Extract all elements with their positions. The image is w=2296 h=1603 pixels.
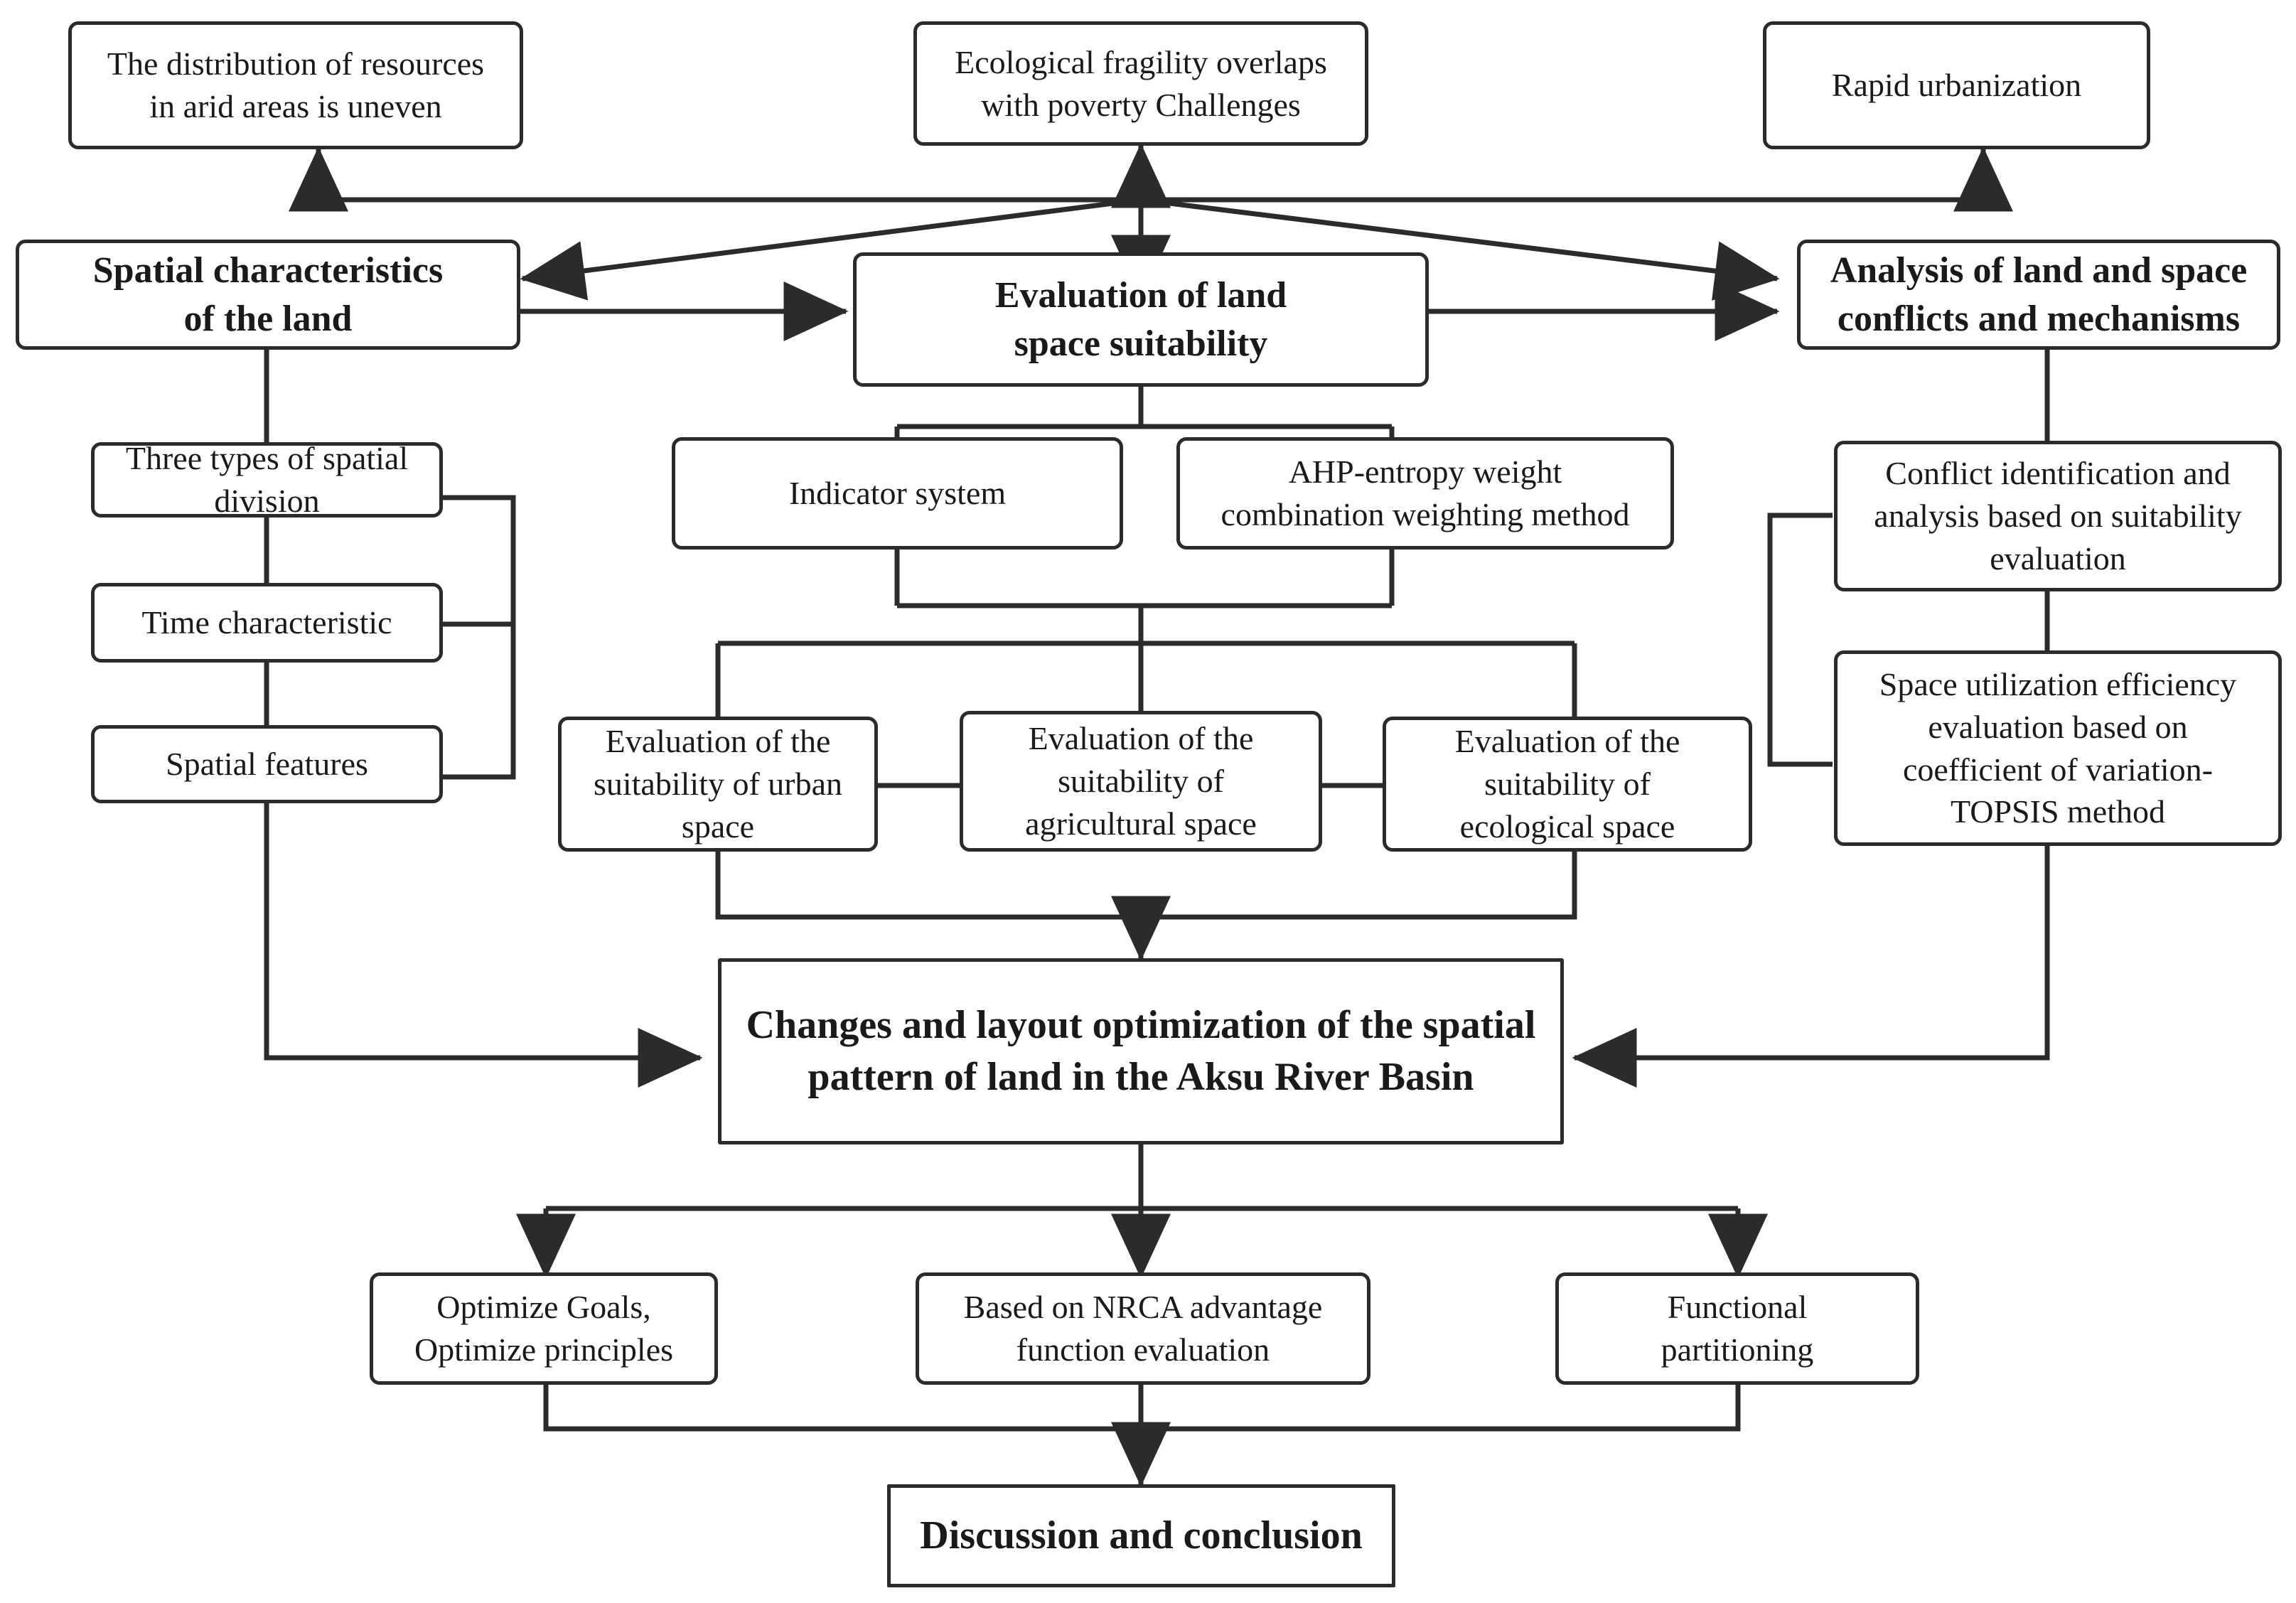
node-label: Evaluation of the suitability of agricul… xyxy=(1025,720,1257,842)
node-spatial-characteristics[interactable]: Spatial characteristics of the land xyxy=(16,240,520,350)
right-bracket xyxy=(1767,513,1833,767)
node-nrca-advantage[interactable]: Based on NRCA advantage function evaluat… xyxy=(916,1272,1370,1385)
node-label: Evaluation of land space suitability xyxy=(994,274,1287,364)
node-label: Spatial features xyxy=(166,746,368,783)
node-label: Time characteristic xyxy=(141,604,392,641)
node-three-types[interactable]: Three types of spatial division xyxy=(91,440,443,519)
node-evaluation-suitability[interactable]: Evaluation of land space suitability xyxy=(853,252,1429,387)
node-indicator-system[interactable]: Indicator system xyxy=(672,437,1123,549)
node-label: Rapid urbanization xyxy=(1831,67,2082,104)
node-space-utilization[interactable]: Space utilization efficiency evaluation … xyxy=(1834,650,2282,846)
arrow-right-column-to-main xyxy=(1572,845,2050,1088)
node-label: Changes and layout optimization of the s… xyxy=(746,1003,1536,1099)
node-eval-ecological[interactable]: Evaluation of the suitability of ecologi… xyxy=(1383,717,1752,852)
node-label: Evaluation of the suitability of ecologi… xyxy=(1454,723,1680,845)
node-optimize-goals[interactable]: Optimize Goals, Optimize principles xyxy=(370,1272,718,1385)
node-label: Functional partitioning xyxy=(1661,1289,1814,1368)
node-label: Spatial characteristics of the land xyxy=(92,250,444,339)
node-ahp-entropy[interactable]: AHP-entropy weight combination weighting… xyxy=(1176,437,1674,549)
line-eval-bottom-bus xyxy=(715,852,1577,920)
node-label: Three types of spatial division xyxy=(125,440,409,519)
node-spatial-features[interactable]: Spatial features xyxy=(91,725,443,803)
node-time-characteristic[interactable]: Time characteristic xyxy=(91,583,443,663)
node-rapid-urbanization[interactable]: Rapid urbanization xyxy=(1763,21,2150,149)
arrow-hub-to-spatial-characteristics xyxy=(520,197,1142,301)
node-resources-uneven[interactable]: The distribution of resources in arid ar… xyxy=(68,21,523,149)
node-label: Analysis of land and space conflicts and… xyxy=(1830,250,2248,339)
node-changes-layout[interactable]: Changes and layout optimization of the s… xyxy=(718,958,1564,1144)
node-eval-urban[interactable]: Evaluation of the suitability of urban s… xyxy=(558,717,878,852)
node-functional-partitioning[interactable]: Functional partitioning xyxy=(1555,1272,1919,1385)
node-label: Optimize Goals, Optimize principles xyxy=(414,1289,674,1368)
node-label: Conflict identification and analysis bas… xyxy=(1874,455,2242,577)
node-eval-agricultural[interactable]: Evaluation of the suitability of agricul… xyxy=(960,711,1322,852)
node-label: Based on NRCA advantage function evaluat… xyxy=(963,1289,1323,1368)
node-label: AHP-entropy weight combination weighting… xyxy=(1221,454,1630,532)
left-bracket-outer xyxy=(441,495,516,780)
node-label: Discussion and conclusion xyxy=(920,1513,1363,1558)
arrow-hub-to-conflicts xyxy=(1140,197,1780,301)
arrow-left-column-to-main xyxy=(264,801,703,1088)
node-label: Evaluation of the suitability of urban s… xyxy=(593,723,843,845)
node-conflict-identification[interactable]: Conflict identification and analysis bas… xyxy=(1834,441,2282,591)
node-ecological-fragility[interactable]: Ecological fragility overlaps with pover… xyxy=(913,21,1368,146)
node-discussion-conclusion[interactable]: Discussion and conclusion xyxy=(887,1484,1395,1587)
node-label: Indicator system xyxy=(788,475,1007,512)
node-label: The distribution of resources in arid ar… xyxy=(107,45,485,124)
node-label: Ecological fragility overlaps with pover… xyxy=(955,43,1327,123)
node-label: Space utilization efficiency evaluation … xyxy=(1879,665,2237,830)
node-conflicts-analysis[interactable]: Analysis of land and space conflicts and… xyxy=(1797,240,2280,350)
